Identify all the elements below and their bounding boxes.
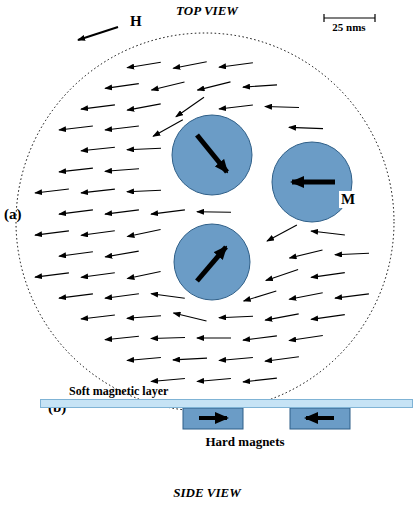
- moment-arrow: [335, 253, 369, 255]
- moment-arrow: [290, 250, 323, 258]
- moment-arrow: [35, 231, 69, 235]
- moment-arrow: [81, 189, 115, 193]
- moment-arrow: [197, 211, 231, 213]
- moment-arrow: [243, 336, 277, 340]
- moment-arrow: [289, 127, 323, 128]
- moment-arrow: [127, 230, 160, 237]
- moment-arrow: [311, 273, 345, 278]
- moment-arrow: [105, 251, 138, 257]
- moment-arrow: [219, 358, 253, 361]
- moment-arrow: [311, 315, 345, 320]
- view-title: TOP VIEW: [176, 4, 238, 18]
- magnetization-label: M: [339, 191, 357, 208]
- moment-arrow: [81, 105, 115, 109]
- moment-arrow: [243, 378, 277, 382]
- moment-arrow: [59, 294, 93, 298]
- moment-arrow: [59, 168, 93, 172]
- moment-arrow: [81, 273, 115, 278]
- moment-arrow: [105, 169, 139, 172]
- moment-arrow: [105, 294, 139, 298]
- moment-arrow: [105, 84, 139, 89]
- moment-arrow: [81, 315, 115, 319]
- moment-arrow: [59, 126, 93, 130]
- moment-arrow: [266, 270, 298, 281]
- moment-arrow: [127, 148, 161, 149]
- moment-arrow: [127, 272, 160, 279]
- part-label: Hard magnets: [205, 435, 284, 449]
- moment-arrow: [174, 313, 207, 321]
- moment-arrow: [151, 210, 185, 214]
- scale-label: 25 nms: [332, 21, 365, 33]
- moment-arrow: [311, 231, 345, 235]
- side-view: [183, 408, 350, 429]
- soft-layer-band: Soft magnetic layer: [40, 399, 413, 408]
- field-arrows: [35, 62, 369, 382]
- moment-arrow: [198, 82, 231, 90]
- moment-arrow: [151, 379, 185, 382]
- moment-arrow: [152, 82, 185, 90]
- moment-arrow: [127, 62, 161, 67]
- field-arrow: [78, 27, 118, 40]
- moment-arrow: [244, 291, 277, 301]
- moment-arrow: [105, 336, 139, 339]
- field-label: H: [130, 13, 142, 30]
- moment-arrow: [289, 293, 322, 299]
- moment-arrow: [265, 314, 298, 320]
- moment-arrow: [197, 379, 231, 382]
- scale-bar: [324, 14, 375, 22]
- moment-arrow: [81, 147, 115, 151]
- moment-arrow: [127, 104, 160, 110]
- moment-arrow: [265, 357, 299, 361]
- moment-arrow: [35, 273, 69, 277]
- moment-arrow: [59, 210, 93, 214]
- moment-arrow: [127, 190, 161, 192]
- moment-arrow: [173, 62, 206, 68]
- moment-arrow: [151, 338, 185, 339]
- panel-label: (a): [4, 206, 22, 223]
- region-outline: [16, 33, 394, 411]
- moment-arrow: [35, 189, 69, 193]
- layer-label: Soft magnetic layer: [69, 385, 168, 398]
- moment-arrow: [289, 336, 323, 341]
- view-title: SIDE VIEW: [173, 486, 241, 500]
- moment-arrow: [173, 358, 207, 360]
- moment-arrow: [219, 105, 253, 109]
- moment-arrow: [127, 316, 161, 319]
- moment-arrow: [81, 231, 115, 236]
- moment-arrow: [197, 337, 231, 338]
- moment-arrow: [219, 63, 253, 67]
- moment-arrow: [335, 294, 369, 298]
- moment-arrow: [219, 316, 253, 317]
- moment-arrow: [265, 107, 299, 108]
- moment-arrow: [105, 210, 139, 214]
- moment-arrow: [176, 97, 204, 116]
- moment-arrow: [127, 358, 161, 361]
- moment-arrow: [59, 252, 93, 256]
- moment-arrow: [243, 85, 277, 87]
- moment-arrow: [151, 294, 185, 299]
- hard-grains: [172, 115, 352, 300]
- moment-arrow: [267, 225, 297, 241]
- moment-arrow: [105, 126, 139, 130]
